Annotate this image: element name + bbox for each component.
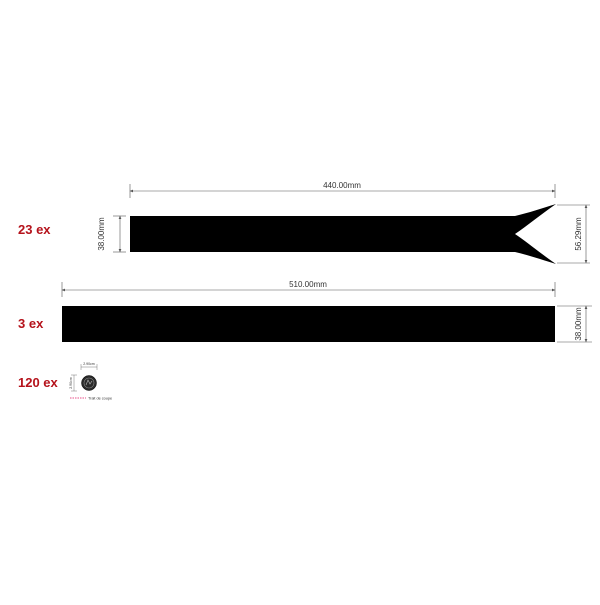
sticker-width-dimension: 2.90cm — [80, 362, 98, 370]
height-label: 38.00mm — [97, 217, 106, 251]
rectangle-strip-shape — [62, 306, 555, 342]
piece-round-sticker: 2.90cm 2.90cm Trait de coupe — [69, 362, 112, 401]
sticker-logo-mark — [85, 379, 93, 386]
sticker-logo-icon — [83, 377, 95, 389]
piece-rectangle-strip: 510.00mm 38.00mm — [61, 280, 592, 343]
length-dimension-510: 510.00mm — [61, 280, 556, 297]
piece-swallowtail-strip: 440.00mm 38.00mm 56.29mm — [97, 181, 590, 264]
quantity-label-swallowtail: 23 ex — [18, 222, 51, 237]
length-label: 440.00mm — [323, 181, 361, 190]
tail-height-label: 56.29mm — [574, 217, 583, 251]
height-dimension-left: 38.00mm — [97, 215, 126, 253]
quantity-label-rectangle: 3 ex — [18, 316, 44, 331]
cut-line-legend: Trait de coupe — [70, 397, 112, 401]
sticker-height-label: 2.90cm — [69, 377, 73, 389]
cut-line-legend-label: Trait de coupe — [88, 397, 112, 401]
height-dimension-right: 38.00mm — [557, 305, 592, 343]
round-sticker-shape — [81, 375, 97, 391]
tail-height-dimension: 56.29mm — [557, 204, 590, 264]
quantity-label-sticker: 120 ex — [18, 375, 58, 390]
length-dimension-440: 440.00mm — [129, 181, 556, 198]
sticker-width-label: 2.90cm — [83, 362, 95, 366]
length-label: 510.00mm — [289, 280, 327, 289]
sticker-height-dimension: 2.90cm — [69, 374, 77, 392]
height-label: 38.00mm — [574, 307, 583, 341]
swallowtail-strip-shape — [130, 204, 556, 264]
